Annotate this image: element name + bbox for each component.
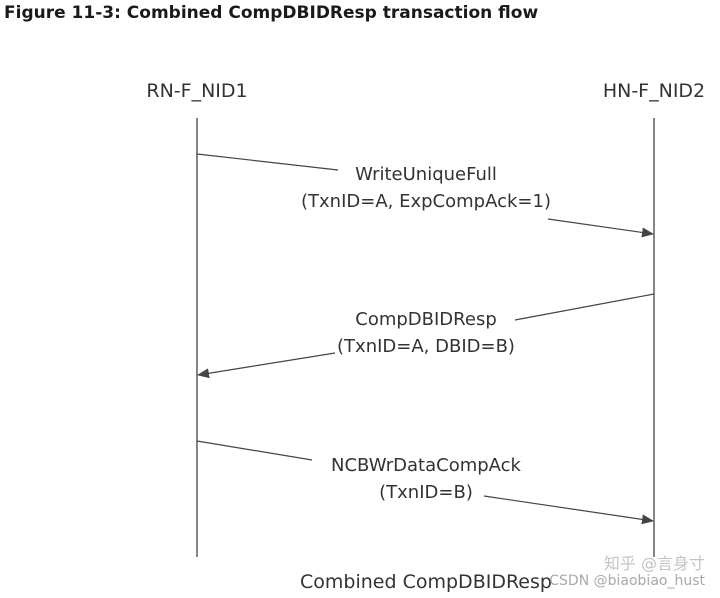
message-3-params: (TxnID=B)	[379, 482, 473, 503]
message-2-arrow-segment-1	[514, 293, 655, 321]
message-2-name: CompDBIDResp	[355, 309, 497, 330]
watermark-zhihu: 知乎 @言身寸	[604, 554, 705, 573]
message-1-params: (TxnID=A, ExpCompAck=1)	[301, 191, 551, 212]
message-1-arrow-segment-1	[196, 153, 339, 171]
message-1-name: WriteUniqueFull	[355, 164, 497, 185]
watermark-csdn: CSDN @biaobiao_hust	[549, 573, 705, 589]
message-3-name: NCBWrDataCompAck	[331, 455, 522, 476]
message-2-arrow-segment-2	[197, 352, 336, 379]
figure-title: Figure 11-3: Combined CompDBIDResp trans…	[4, 3, 539, 23]
message-2-params: (TxnID=A, DBID=B)	[337, 336, 515, 357]
message-1-arrow-segment-2	[547, 218, 654, 238]
message-3-arrow-segment-1	[196, 440, 313, 461]
node-label-right: HN-F_NID2	[603, 80, 705, 102]
message-3-arrow-segment-2	[483, 495, 654, 525]
node-label-left: RN-F_NID1	[146, 80, 247, 102]
figure-caption: Combined CompDBIDResp	[300, 571, 552, 593]
